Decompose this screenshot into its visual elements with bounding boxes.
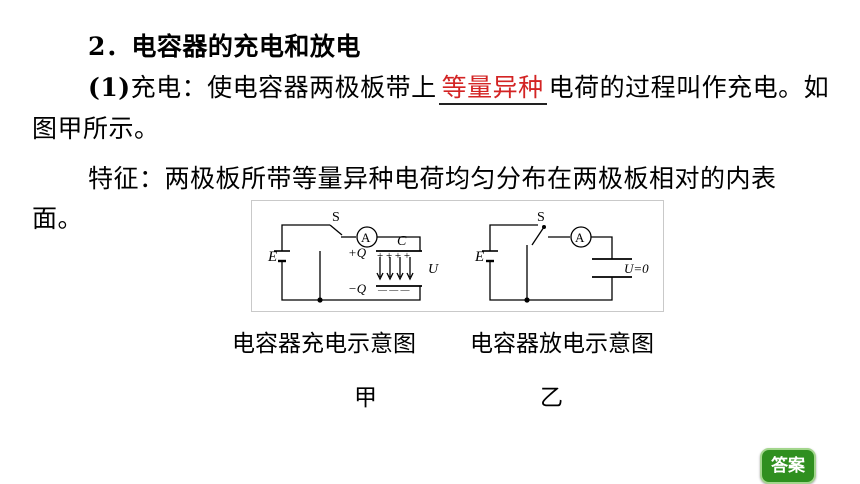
plus-q-label: +Q [348, 245, 367, 260]
figure-yi-label: 乙 [540, 385, 563, 411]
zero-voltage-label: U=0 [624, 261, 649, 276]
feature-line-2: 面。 [32, 204, 84, 233]
item-number: (1) [88, 73, 131, 102]
charging-text-before: 充电：使电容器两极板带上 [130, 73, 437, 102]
minus-signs: — — — [377, 285, 411, 295]
minus-q-label: −Q [348, 281, 367, 296]
junction-dot [317, 297, 323, 303]
discharge-caption: 电容器放电示意图 [470, 331, 654, 357]
ammeter-label-2: A [575, 230, 585, 245]
plus-signs: + + + + [377, 250, 410, 262]
switch-blade-2 [531, 226, 545, 246]
ammeter-label: A [361, 230, 371, 245]
circuit-diagram-panel: E S A C +Q + + + + U −Q — — — E S A U=0 [251, 200, 664, 312]
voltage-label: U [428, 262, 439, 277]
junction-dot-2 [524, 297, 530, 303]
battery-label: E [267, 249, 277, 265]
section-heading: 2．电容器的充电和放电 [88, 32, 361, 61]
circuit-diagrams: E S A C +Q + + + + U −Q — — — E S A U=0 [267, 210, 649, 303]
answer-blank: 等量异种 [438, 73, 547, 105]
capacitor-label: C [397, 234, 407, 249]
answer-button[interactable]: 答案 [760, 448, 816, 484]
charging-text-after: 电荷的过程叫作充电。如 [548, 73, 830, 102]
switch-label-2: S [537, 210, 545, 225]
switch-blade [329, 224, 343, 236]
field-arrows [376, 257, 414, 281]
figure-jia-label: 甲 [354, 385, 377, 411]
charging-circuit [274, 224, 422, 301]
charge-caption: 电容器充电示意图 [232, 331, 416, 357]
charging-line-2: 图甲所示。 [32, 114, 160, 143]
discharging-circuit [482, 224, 632, 301]
battery-label-2: E [474, 249, 484, 265]
charging-line-1: (1)充电：使电容器两极板带上等量异种电荷的过程叫作充电。如 [88, 73, 829, 105]
feature-line-1: 特征：两极板所带等量异种电荷均匀分布在两极板相对的内表 [88, 164, 777, 193]
switch-label: S [332, 210, 340, 225]
